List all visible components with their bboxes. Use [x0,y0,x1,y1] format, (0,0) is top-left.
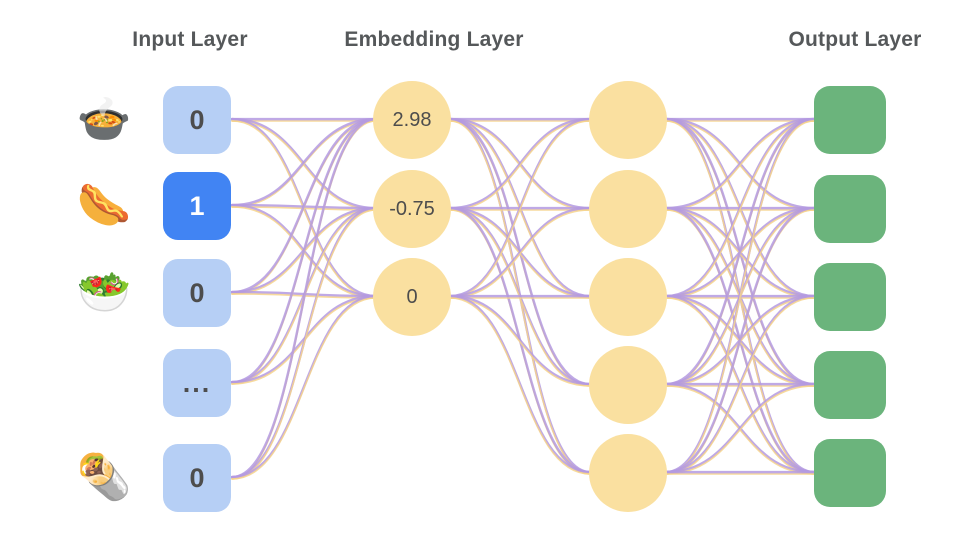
layer-title-2: Output Layer [788,28,922,51]
embedding-node-2[interactable]: 0 [373,258,451,336]
layer-title-1: Embedding Layer [344,28,524,51]
embedding-node-1[interactable]: -0.75 [373,170,451,248]
burrito-icon: 🌯 [76,453,132,502]
hidden-node-4[interactable] [589,434,667,512]
output-node-4[interactable] [814,439,886,507]
embedding-node-value: 0 [406,285,418,308]
input-cell-value: 1 [189,190,205,221]
input-cell-value: ... [182,367,212,398]
output-node-1[interactable] [814,175,886,243]
input-cell-4[interactable]: 0 [163,444,231,512]
input-cell-value: 0 [189,277,205,308]
edges-hidden-to-output [664,117,816,475]
input-cell-0[interactable]: 0 [163,86,231,154]
stew-bowl-icon: 🍲 [76,95,132,144]
hidden-node-1[interactable] [589,170,667,248]
input-cell-1[interactable]: 1 [163,172,231,240]
output-node-2[interactable] [814,263,886,331]
green-salad-icon: 🥗 [76,268,132,317]
output-node-3[interactable] [814,351,886,419]
hot-dog-icon: 🌭 [76,181,132,230]
input-cell-2[interactable]: 0 [163,259,231,327]
layer-title-0: Input Layer [132,28,248,51]
hidden-node-2[interactable] [589,258,667,336]
embedding-node-value: 2.98 [392,108,432,131]
input-cell-value: 0 [189,104,205,135]
input-cell-3[interactable]: ... [163,349,231,417]
edges-embedding-to-hidden [448,117,592,475]
input-cell-value: 0 [189,462,205,493]
output-node-0[interactable] [814,86,886,154]
embedding-node-value: -0.75 [389,197,435,220]
embedding-node-0[interactable]: 2.98 [373,81,451,159]
hidden-node-0[interactable] [589,81,667,159]
hidden-node-3[interactable] [589,346,667,424]
edges-input-to-embedding [230,117,378,480]
